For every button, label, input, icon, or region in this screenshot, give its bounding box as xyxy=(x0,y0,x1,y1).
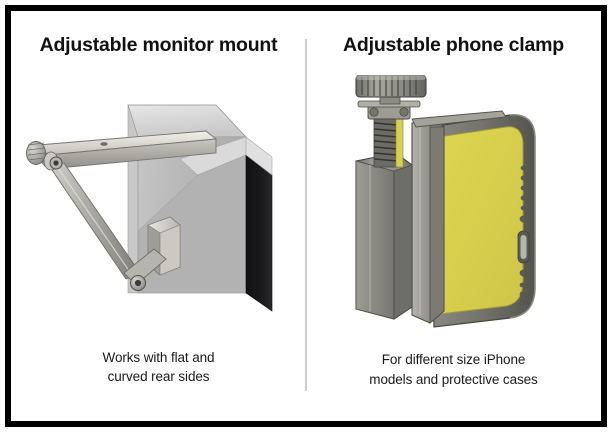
panel-monitor-mount: Adjustable monitor mount xyxy=(11,11,306,421)
caption-line-1: For different size iPhone xyxy=(381,352,526,368)
caption-line-2: curved rear sides xyxy=(107,369,210,385)
panel-title-monitor-mount: Adjustable monitor mount xyxy=(39,34,278,56)
illustration-monitor-mount xyxy=(11,75,306,335)
panel-phone-clamp: Adjustable phone clamp xyxy=(306,11,601,421)
panel-caption-phone-clamp: For different size iPhone models and pro… xyxy=(369,350,537,389)
phone-device xyxy=(428,113,536,328)
mount-pivot-upper xyxy=(25,141,62,171)
clamp-screw-thread xyxy=(373,118,403,168)
caption-line-2: models and protective cases xyxy=(369,371,538,387)
clamp-body xyxy=(354,152,413,320)
illustration-phone-clamp xyxy=(306,74,601,337)
mount-pivot-lower xyxy=(129,274,146,291)
panel-divider xyxy=(305,39,307,391)
mount-arm-diagonal xyxy=(48,162,141,280)
caption-line-1: Works with flat and xyxy=(102,349,215,365)
panel-columns: Adjustable monitor mount xyxy=(11,11,601,421)
clamp-collar xyxy=(357,100,420,120)
phone-speaker-grille-bottom xyxy=(519,269,526,305)
phone-charging-port xyxy=(517,230,529,264)
slide-frame: Adjustable monitor mount xyxy=(5,5,607,427)
phone-speaker-grille-top xyxy=(519,165,526,222)
monitor-mount-svg xyxy=(25,104,272,312)
panel-caption-monitor-mount: Works with flat and curved rear sides xyxy=(103,348,215,387)
panel-title-phone-clamp: Adjustable phone clamp xyxy=(343,34,564,56)
clamp-front-jaw xyxy=(410,110,507,324)
clamp-thumb-knob xyxy=(354,74,427,105)
phone-clamp-svg xyxy=(354,74,536,328)
